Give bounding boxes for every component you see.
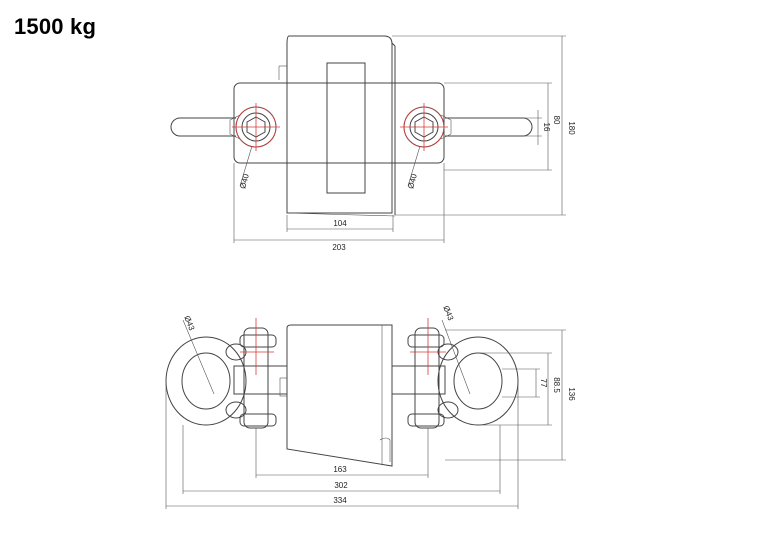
- dim-total-height: 180: [567, 121, 576, 135]
- side-dimensions: [165, 329, 566, 509]
- left-hole: [232, 103, 280, 187]
- right-handle: [440, 114, 533, 140]
- side-body: [286, 324, 393, 467]
- top-dimensions: [233, 35, 566, 243]
- dim-shackle-right: Ø43: [441, 304, 455, 322]
- dim-total-length: 334: [333, 496, 347, 505]
- dim-inner-length: 163: [333, 465, 347, 474]
- dim-body-width: 104: [333, 219, 347, 228]
- right-shackle: [407, 318, 519, 429]
- display-window: [326, 62, 366, 194]
- left-handle: [170, 114, 241, 140]
- dim-pin-offset: 16: [542, 123, 551, 132]
- dim-mid-length: 302: [334, 481, 348, 490]
- scale-body: [286, 35, 393, 214]
- dim-hole-left: Ø40: [238, 172, 251, 189]
- capacity-title: 1500 kg: [14, 14, 97, 39]
- side-view: 163 302 334 136 88.5 77 Ø43 Ø43: [165, 304, 576, 509]
- left-shackle: [165, 318, 277, 429]
- dim-mid-height: 80: [552, 116, 561, 125]
- dim-side-mid-height: 88.5: [552, 377, 561, 393]
- dim-total-width: 203: [332, 243, 346, 252]
- top-view: 104 203 180 80 16 Ø40 Ø40: [170, 35, 576, 252]
- dim-eye-inner: 77: [539, 379, 548, 388]
- dim-hole-right: Ø40: [406, 172, 419, 189]
- dim-side-height: 136: [567, 387, 576, 401]
- right-hole: [400, 103, 448, 187]
